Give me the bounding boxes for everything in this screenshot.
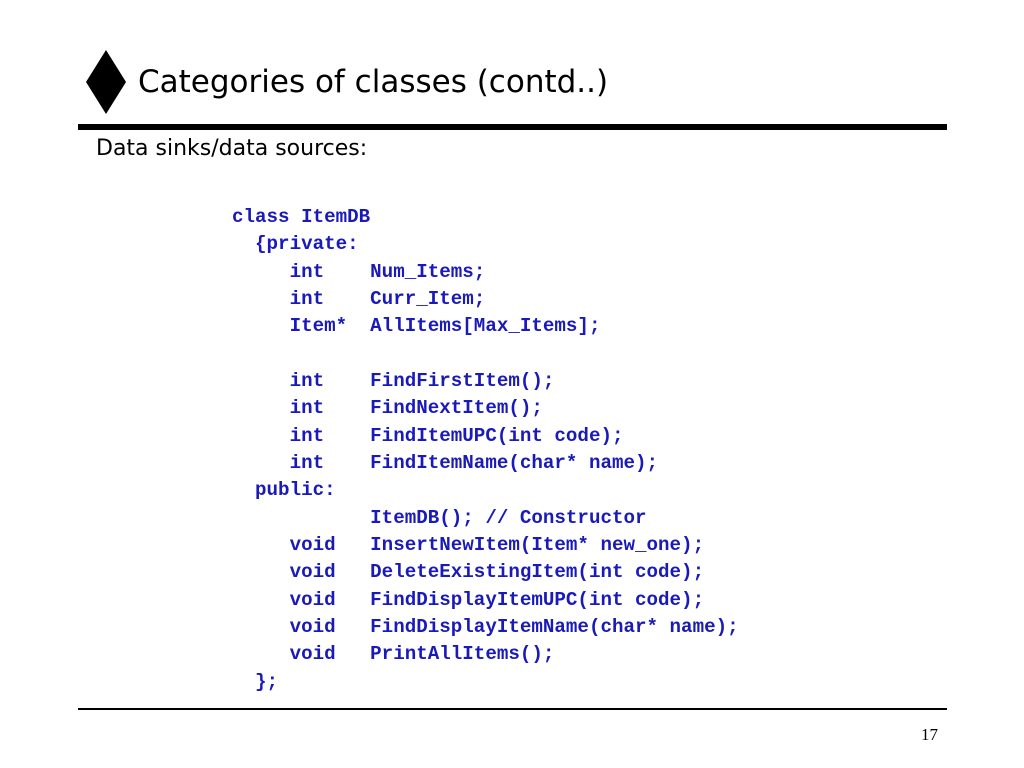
code-line: void FindDisplayItemUPC(int code); — [232, 588, 705, 611]
code-line: {private: — [232, 233, 359, 256]
code-line — [232, 341, 739, 368]
footer-divider — [78, 708, 947, 710]
title-divider — [78, 124, 947, 130]
code-line: void DeleteExistingItem(int code); — [232, 561, 705, 584]
code-line: int FindItemUPC(int code); — [232, 424, 624, 447]
diamond-bullet-icon — [86, 50, 126, 114]
slide-title: Categories of classes (contd..) — [138, 64, 609, 100]
code-line: Item* AllItems[Max_Items]; — [232, 315, 601, 338]
code-line: class ItemDB — [232, 206, 371, 228]
code-line: int FindFirstItem(); — [232, 369, 555, 392]
code-line: int FindItemName(char* name); — [232, 451, 659, 474]
code-line: }; — [232, 670, 279, 693]
code-line: void PrintAllItems(); — [232, 643, 555, 666]
code-line: ItemDB(); // Constructor — [232, 506, 647, 529]
code-line: void FindDisplayItemName(char* name); — [232, 615, 739, 638]
code-line: int Curr_Item; — [232, 287, 486, 310]
code-line: int FindNextItem(); — [232, 397, 543, 420]
slide-subtitle: Data sinks/data sources: — [96, 136, 368, 161]
page-number: 17 — [921, 725, 938, 744]
code-line: void InsertNewItem(Item* new_one); — [232, 533, 705, 556]
code-block: class ItemDB {private: int Num_Items; in… — [232, 204, 739, 696]
code-line: int Num_Items; — [232, 260, 486, 283]
code-line: public: — [232, 479, 336, 502]
